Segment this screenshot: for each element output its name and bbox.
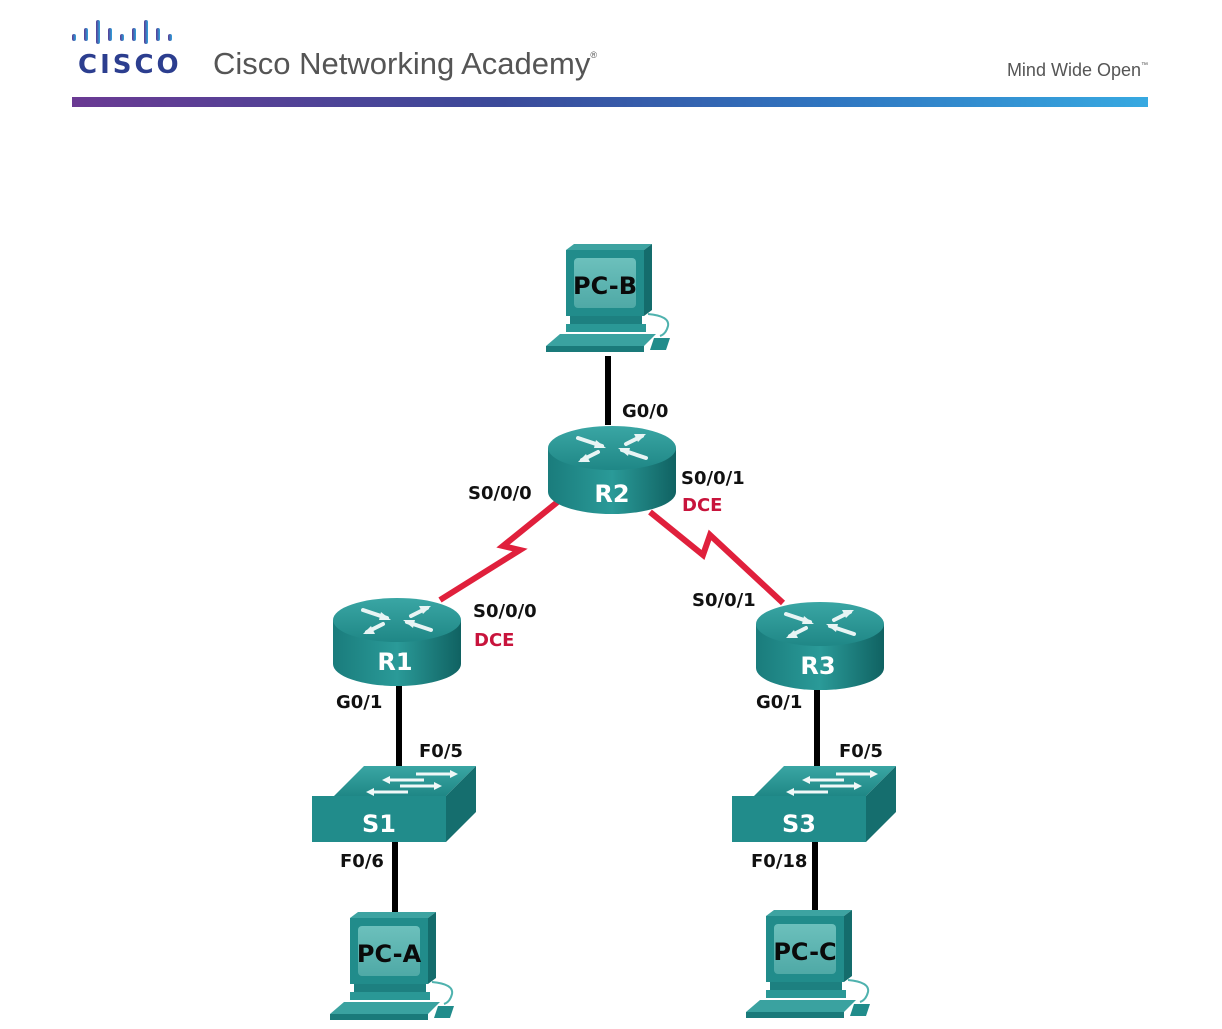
r3-label: R3 (800, 652, 835, 680)
r1-device[interactable]: R1 (333, 598, 461, 686)
port-label-r2-g00: G0/0 (622, 401, 668, 422)
dce-label-r2: DCE (682, 495, 722, 516)
port-label-r3-s001: S0/0/1 (692, 590, 756, 611)
port-label-r2-s001: S0/0/1 (681, 468, 745, 489)
pc-b-label: PC-B (573, 272, 637, 300)
pc-c-label: PC-C (773, 938, 836, 966)
pc-a-label: PC-A (357, 940, 422, 968)
port-label-s3-f018: F0/18 (751, 851, 807, 872)
port-label-s1-f06: F0/6 (340, 851, 384, 872)
port-label-r1-s000: S0/0/0 (473, 601, 537, 622)
pc-b-device[interactable]: PC-B (546, 244, 670, 352)
s3-device[interactable]: S3 (732, 766, 896, 842)
port-label-r3-g01: G0/1 (756, 692, 802, 713)
r1-label: R1 (377, 648, 412, 676)
s1-label: S1 (362, 810, 396, 838)
serial-link-r1-r2 (440, 500, 560, 600)
port-label-r2-s000: S0/0/0 (468, 483, 532, 504)
r3-device[interactable]: R3 (756, 602, 884, 690)
pc-c-device[interactable]: PC-C (746, 910, 870, 1018)
port-label-s1-f05: F0/5 (419, 741, 463, 762)
s3-label: S3 (782, 810, 816, 838)
r2-device[interactable]: R2 (548, 426, 676, 514)
r2-label: R2 (594, 480, 629, 508)
port-label-r1-g01: G0/1 (336, 692, 382, 713)
pc-a-device[interactable]: PC-A (330, 912, 454, 1020)
dce-label-r1: DCE (474, 630, 514, 651)
s1-device[interactable]: S1 (312, 766, 476, 842)
port-label-s3-f05: F0/5 (839, 741, 883, 762)
